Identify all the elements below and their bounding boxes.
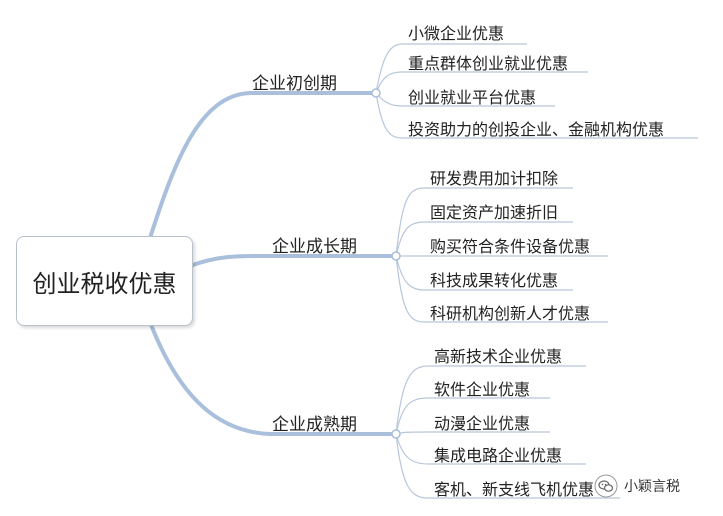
leaf-3-1: 高新技术企业优惠 <box>434 347 563 366</box>
root-branch-connector-1 <box>148 91 372 239</box>
leaf-2-4: 科技成果转化优惠 <box>430 271 559 290</box>
leaf-1-3: 创业就业平台优惠 <box>408 88 537 107</box>
watermark: 小颖言税 <box>594 474 680 498</box>
leaf-3-2: 软件企业优惠 <box>434 380 531 399</box>
leaf-1-1: 小微企业优惠 <box>408 24 505 43</box>
root-branch-connector-3 <box>148 321 392 436</box>
branch-1-node-dot <box>371 88 381 98</box>
leaf-3-3: 动漫企业优惠 <box>434 414 531 433</box>
leaf-2-3: 购买符合条件设备优惠 <box>430 237 591 256</box>
wechat-icon <box>594 474 618 498</box>
root-topic: 创业税收优惠 <box>16 236 193 326</box>
watermark-text: 小颖言税 <box>624 479 680 495</box>
leaf-1-2: 重点群体创业就业优惠 <box>408 54 569 73</box>
branch-label-2: 企业成长期 <box>272 237 357 257</box>
leaf-3-4: 集成电路企业优惠 <box>434 446 563 465</box>
branch-label-1: 企业初创期 <box>252 74 337 94</box>
leaf-2-5: 科研机构创新人才优惠 <box>430 304 591 323</box>
leaf-2-2: 固定资产加速折旧 <box>430 203 559 222</box>
leaf-2-1: 研发费用加计扣除 <box>430 169 559 188</box>
branch-label-3: 企业成熟期 <box>272 415 357 435</box>
leaf-3-5: 客机、新支线飞机优惠 <box>434 480 595 499</box>
leaf-1-4: 投资助力的创投企业、金融机构优惠 <box>408 120 665 139</box>
branch-2-node-dot <box>391 251 401 261</box>
root-branch-connector-2 <box>189 253 392 268</box>
branch-2-leaf-connectors <box>395 187 608 323</box>
branch-3-node-dot <box>391 429 401 439</box>
